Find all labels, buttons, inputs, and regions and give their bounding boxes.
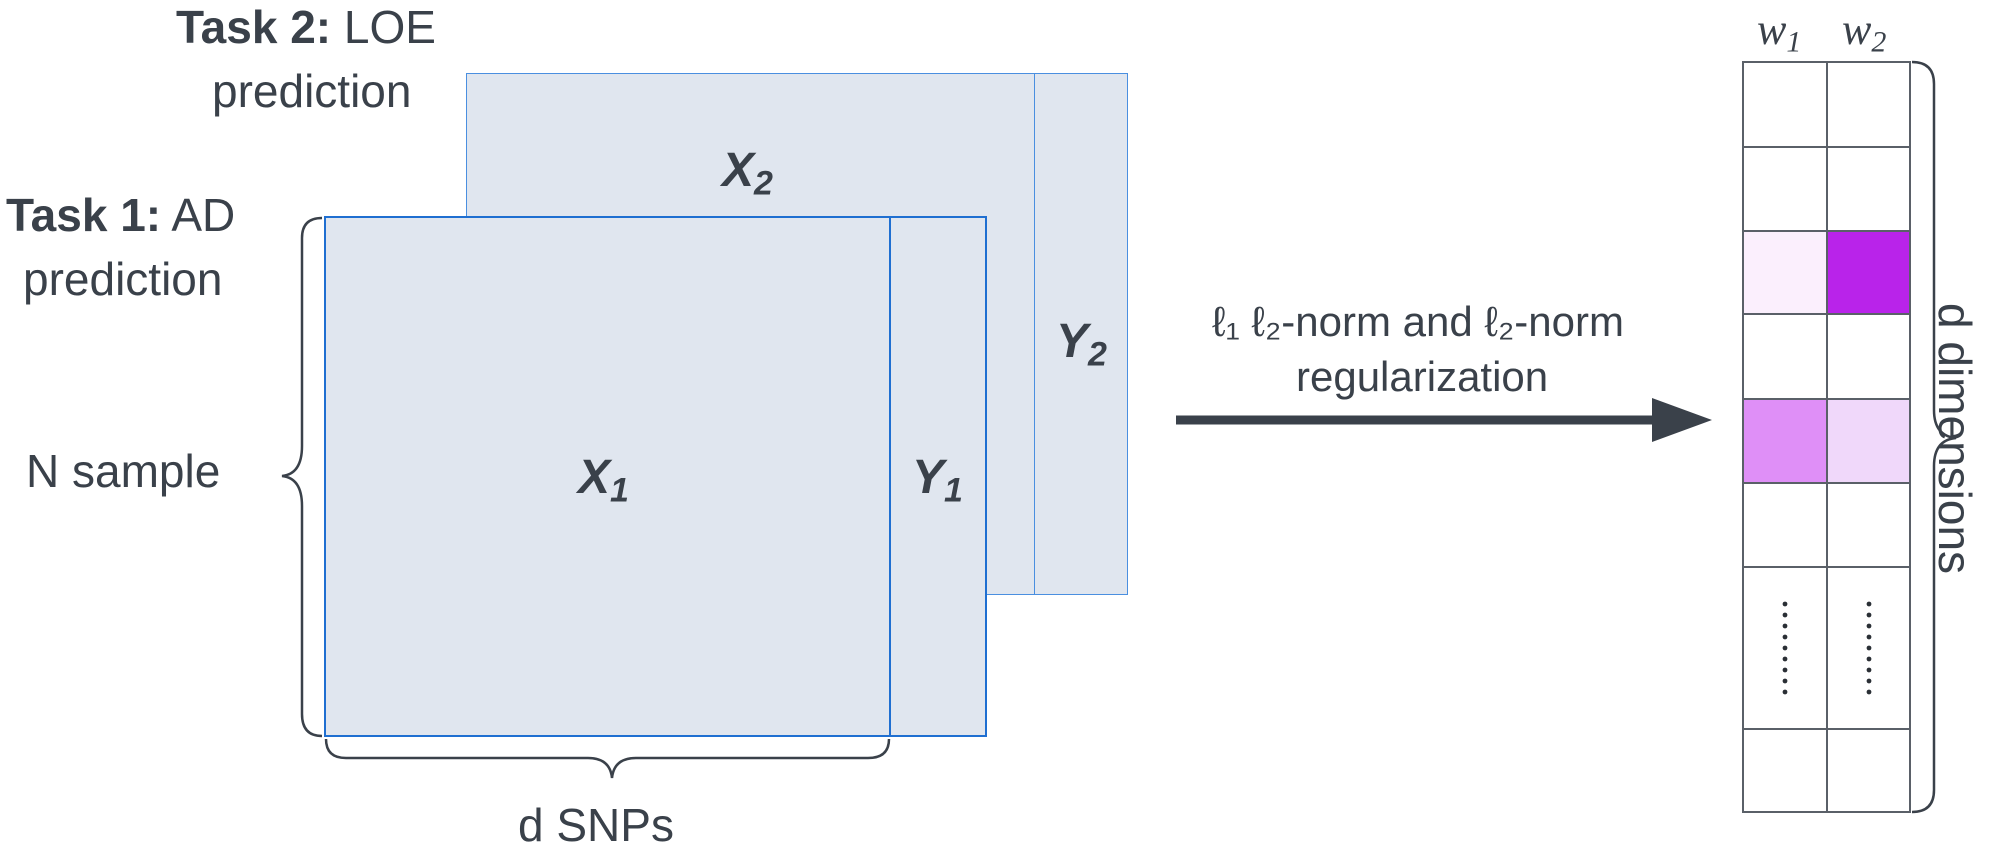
d-snps-label: d SNPs [518, 799, 674, 851]
regularization-text-line2: regularization [1296, 353, 1549, 400]
w2-label: w2 [1842, 8, 1886, 58]
y2-sub: 2 [1088, 335, 1107, 374]
y1-base: Y [912, 451, 945, 504]
w2-cell-5 [1827, 399, 1910, 483]
task2-subtitle: prediction [212, 65, 412, 117]
y1-label: Y1 [912, 454, 963, 508]
weight-grid [1742, 61, 1911, 813]
task2-title: Task 2: LOE [176, 4, 436, 50]
task1-label-column [889, 216, 987, 737]
x2-label: X2 [722, 147, 773, 201]
d-snps-brace [324, 738, 891, 779]
task1-title: Task 1: AD [6, 192, 235, 238]
d-dimensions-brace [1911, 60, 1957, 814]
x2-base: X [722, 144, 755, 197]
task2-title-bold: Task 2: [176, 1, 332, 53]
n-sample-brace [281, 216, 323, 738]
y2-label: Y2 [1056, 318, 1107, 372]
w1-label: w1 [1757, 8, 1801, 58]
task2-title-rest: LOE [331, 1, 436, 53]
task2-label-column [1034, 73, 1128, 595]
task1-title-bold: Task 1: [6, 189, 162, 241]
w2-ellipsis [1866, 601, 1872, 695]
x1-sub: 1 [610, 471, 629, 510]
y1-sub: 1 [944, 471, 963, 510]
w2-base: w [1842, 5, 1872, 54]
task1-subtitle: prediction [23, 253, 223, 305]
w1-cell-5 [1743, 399, 1827, 483]
w1-ellipsis [1782, 601, 1788, 695]
x1-base: X [578, 451, 611, 504]
w1-base: w [1757, 5, 1787, 54]
x1-label: X1 [578, 454, 629, 508]
x2-sub: 2 [754, 164, 773, 203]
regularization-text-line1: ℓ₁ ℓ₂-norm and ℓ₂-norm [1212, 298, 1624, 345]
task1-title-rest: AD [161, 189, 236, 241]
y2-base: Y [1056, 315, 1089, 368]
n-sample-label: N sample [26, 445, 221, 497]
w2-sub: 2 [1871, 25, 1887, 59]
task1-data-matrix [324, 216, 891, 737]
w1-sub: 1 [1786, 25, 1802, 59]
w1-cell-3 [1743, 231, 1827, 314]
regularization-arrow-head [1652, 398, 1712, 442]
w2-cell-3 [1827, 231, 1910, 314]
